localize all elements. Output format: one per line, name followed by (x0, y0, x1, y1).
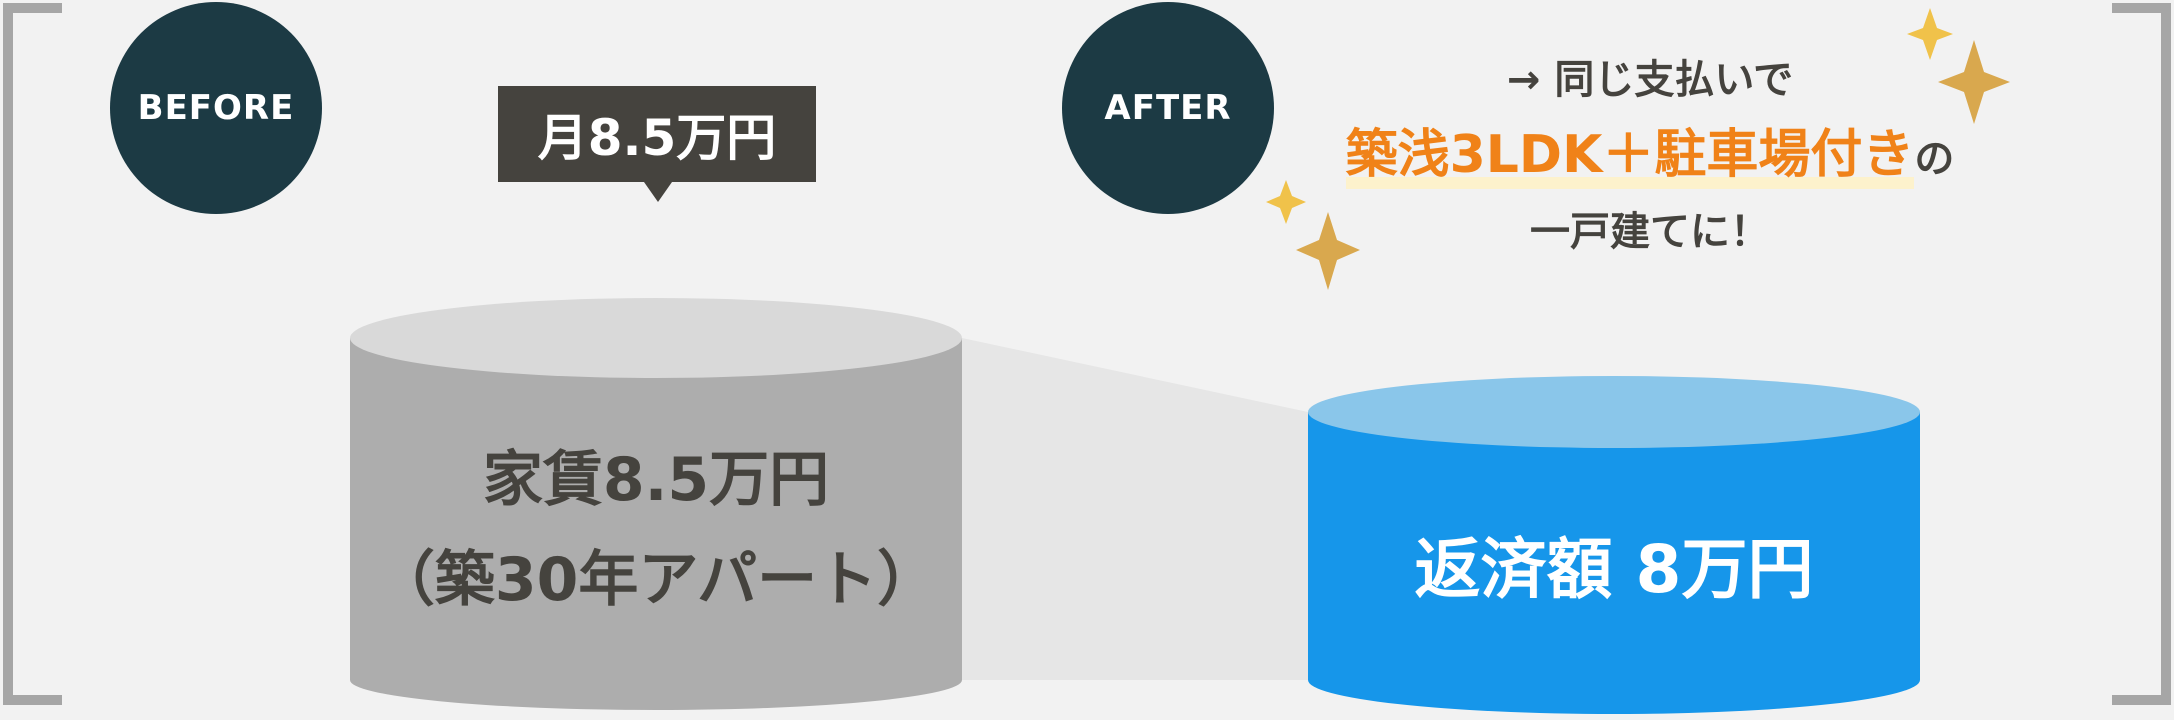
repayment-amount: 返済額 8万円 (1414, 531, 1814, 608)
monthly-price-tag: 月8.5万円 (498, 86, 816, 202)
before-cylinder-top (350, 298, 962, 378)
after-cylinder (1308, 376, 1920, 714)
before-badge: BEFORE (110, 2, 322, 214)
sparkle-icon (1296, 212, 1360, 290)
sparkle-icon (1907, 8, 1953, 60)
sparkle-icon (1938, 40, 2010, 124)
after-badge: AFTER (1062, 2, 1274, 214)
headline-line1: → 同じ支払いで (1506, 57, 1794, 103)
headline-particle: の (1914, 136, 1955, 182)
sparkle-icon (1266, 180, 1306, 224)
after-headline: → 同じ支払いで 築浅3LDK＋駐車場付きの 一戸建てに！ (1290, 50, 2010, 260)
left-bracket (3, 3, 62, 705)
right-bracket (2112, 3, 2171, 705)
headline-highlight: 築浅3LDK＋駐車場付き (1345, 125, 1915, 189)
after-cylinder-top (1308, 376, 1920, 448)
rent-amount: 家賃8.5万円 (482, 445, 830, 515)
rent-property-type: （築30年アパート） (374, 545, 938, 615)
headline-line2: 築浅3LDK＋駐車場付きの (1290, 110, 2010, 204)
before-cylinder (350, 298, 962, 710)
connector-band (962, 338, 1308, 680)
before-cylinder-label: 家賃8.5万円 （築30年アパート） (350, 430, 962, 630)
headline-line3: 一戸建てに！ (1530, 209, 1770, 255)
